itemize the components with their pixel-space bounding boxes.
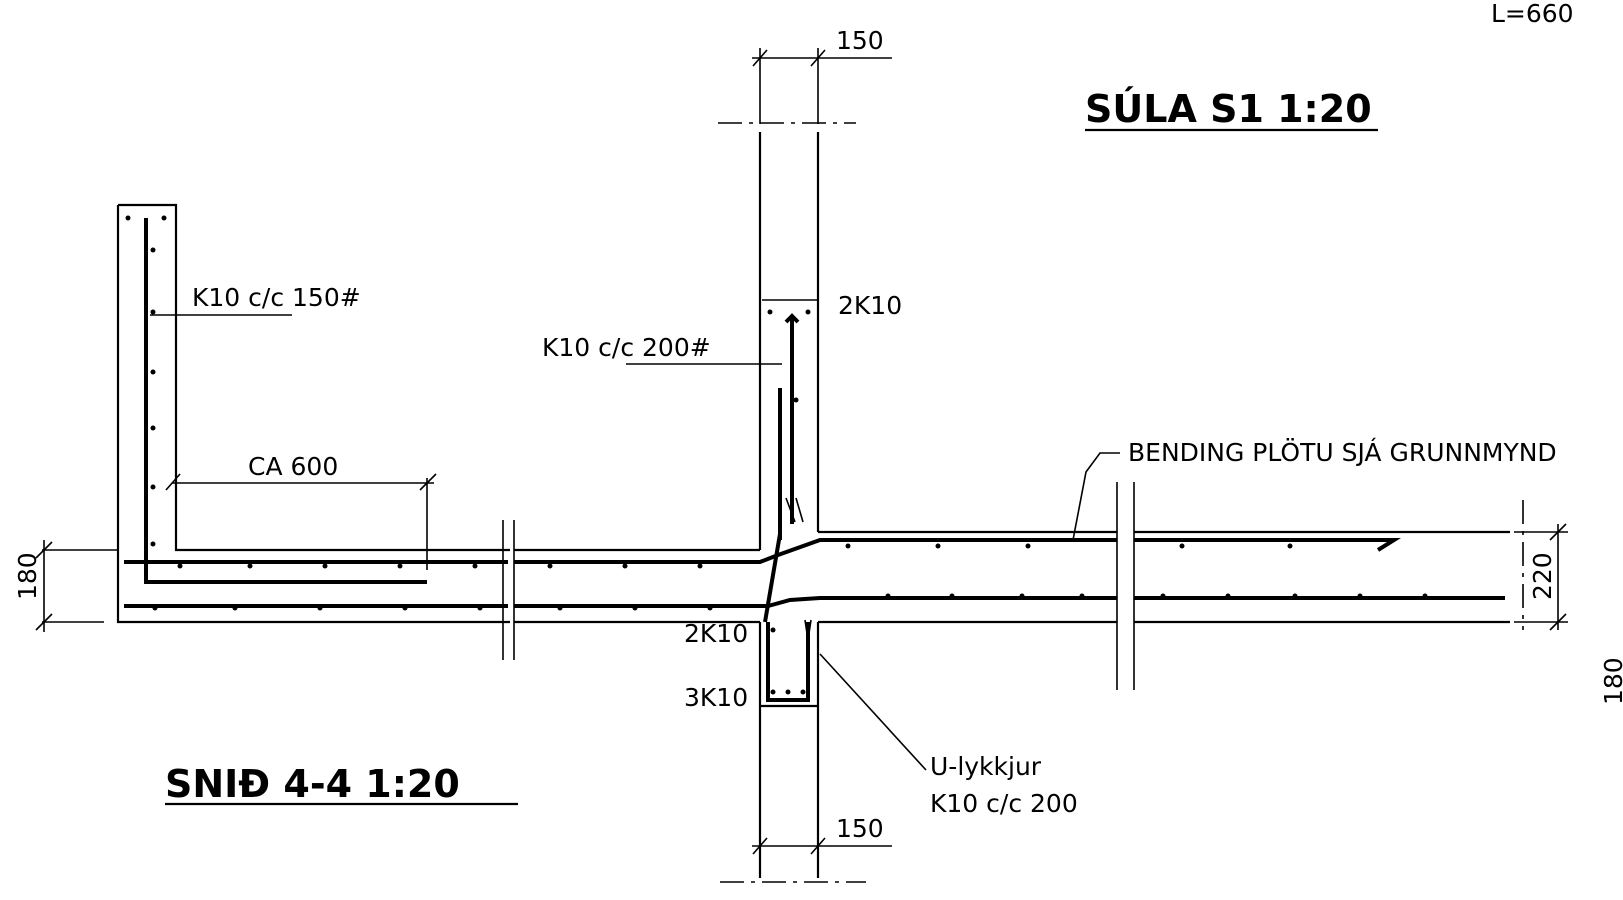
u-loops-label: U-lykkjur [930,752,1042,781]
column-bars-label: 2K10 [838,291,902,320]
left-wall [116,203,510,624]
top-right-label: L=660 [1491,0,1574,28]
dimension-right [1514,523,1568,631]
slab-middle [514,533,1117,624]
left-wall-bar-dots [125,215,483,611]
lap-length-label: CA 600 [248,452,338,481]
u-loops-rebar-label: K10 c/c 200 [930,789,1078,818]
beam-bottom-bars-label: 3K10 [684,683,748,712]
slab-note-label: BENDING PLÖTU SJÁ GRUNNMYND [1128,438,1557,467]
wall-rebar-label: K10 c/c 150# [192,283,361,312]
dimension-lap [165,473,437,570]
dim-left-height: 180 [13,552,42,600]
leaders [150,314,1120,771]
column-title: SÚLA S1 1:20 [1085,87,1372,131]
dim-right-height: 220 [1528,552,1557,600]
dim-right-edge: 180 [1599,657,1623,705]
beam-top-bars-label: 2K10 [684,619,748,648]
dim-bottom-width: 150 [836,814,884,843]
lower-column [758,619,820,878]
left-wall-rebar [124,218,508,608]
section-title: SNIÐ 4-4 1:20 [165,762,460,806]
slab-right [818,530,1510,624]
upper-column [758,132,820,550]
center-lines [718,122,1524,883]
break-lines [502,482,1135,690]
dimension-top [752,48,892,124]
column-rebar-label: K10 c/c 200# [542,333,711,362]
dim-top-width: 150 [836,26,884,55]
dimension-left [35,540,118,632]
dimension-bottom [752,832,892,876]
